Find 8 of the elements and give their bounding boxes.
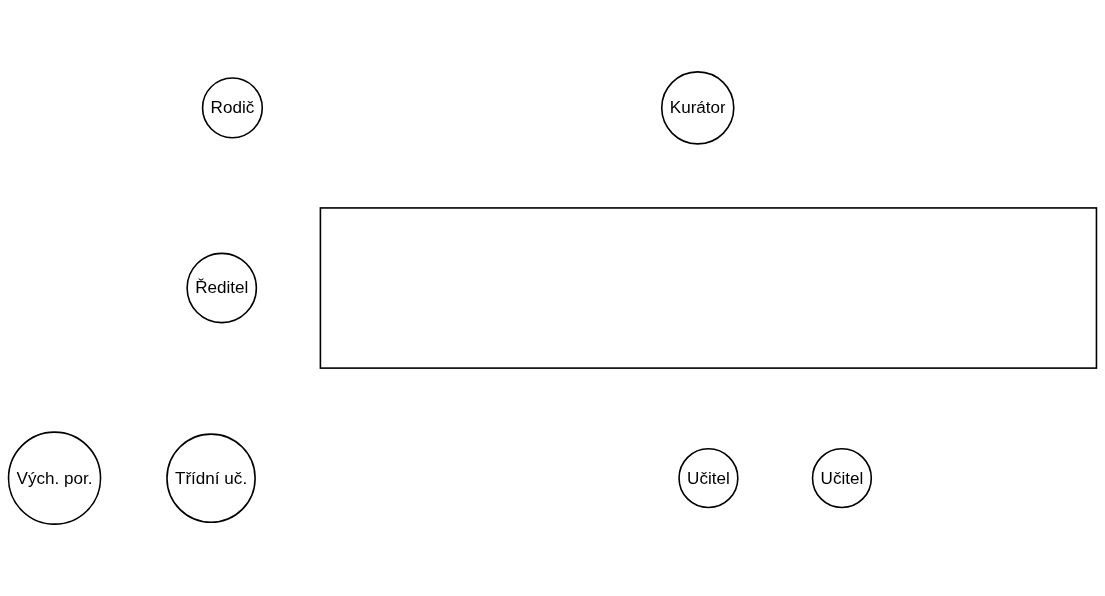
node-box [319,207,1098,369]
node-circle: Učitel [811,448,873,509]
node-circle: Kurátor [660,71,735,145]
node-circle: Vých. por. [7,431,102,525]
node-circle: Rodič [201,77,264,139]
node-circle: Ředitel [186,252,258,324]
node-circle: Učitel [678,448,739,509]
node-circle: Třídní uč. [166,433,256,524]
